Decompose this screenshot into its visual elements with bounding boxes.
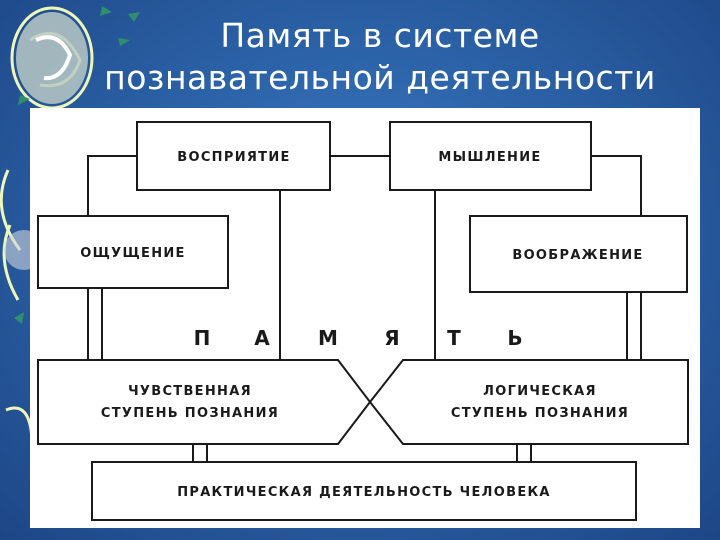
sensation-label: ОЩУЩЕНИЕ bbox=[80, 246, 185, 261]
logical-stage-line-1: ЛОГИЧЕСКАЯ bbox=[483, 384, 597, 399]
memory-letter: Ь bbox=[507, 326, 522, 350]
memory-letter: Я bbox=[384, 326, 399, 350]
sensation-box bbox=[37, 215, 229, 289]
practice-box bbox=[91, 461, 637, 521]
perception-label: ВОСПРИЯТИЕ bbox=[177, 150, 290, 165]
memory-letter: А bbox=[254, 326, 270, 350]
logical-stage-line-2: СТУПЕНЬ ПОЗНАНИЯ bbox=[451, 406, 629, 421]
diagram-panel: ВОСПРИЯТИЕ МЫШЛЕНИЕ ОЩУЩЕНИЕ ВООБРАЖЕНИЕ… bbox=[30, 108, 700, 528]
perception-box bbox=[136, 121, 331, 191]
thinking-label: МЫШЛЕНИЕ bbox=[438, 150, 541, 165]
sensory-stage-line-2: СТУПЕНЬ ПОЗНАНИЯ bbox=[101, 406, 279, 421]
connector-thinking-right bbox=[591, 155, 642, 216]
slide-title-line-2: познавательной деятельности bbox=[104, 58, 656, 97]
memory-letter: Т bbox=[447, 326, 461, 350]
memory-diagram: ВОСПРИЯТИЕ МЫШЛЕНИЕ ОЩУЩЕНИЕ ВООБРАЖЕНИЕ… bbox=[37, 121, 689, 521]
imagination-box bbox=[469, 215, 688, 293]
thinking-box bbox=[389, 121, 592, 191]
sensory-stage-box bbox=[37, 359, 372, 445]
imagination-label: ВООБРАЖЕНИЕ bbox=[512, 248, 643, 263]
slide-title-line-1: Память в системе bbox=[220, 16, 540, 55]
practice-label: ПРАКТИЧЕСКАЯ ДЕЯТЕЛЬНОСТЬ ЧЕЛОВЕКА bbox=[177, 485, 551, 500]
sensory-stage-line-1: ЧУВСТВЕННАЯ bbox=[128, 384, 252, 399]
memory-letter: П bbox=[194, 326, 211, 350]
memory-letter: М bbox=[318, 326, 338, 350]
connector-perception-left bbox=[87, 155, 137, 216]
logical-stage-box bbox=[368, 359, 689, 445]
